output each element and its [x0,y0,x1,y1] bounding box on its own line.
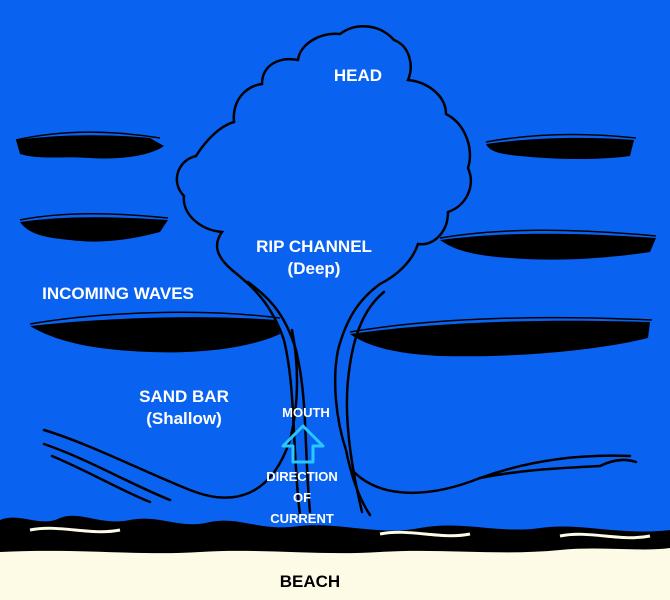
label-sand-bar-note: (Shallow) [146,409,222,428]
sand-bar-left [42,328,299,504]
wave-left-1 [16,135,164,159]
wave-left-2 [20,217,168,242]
wave-right-1 [486,137,634,159]
label-sand-bar: SAND BAR (Shallow) [124,386,244,430]
up-arrow-outline-icon [281,424,325,464]
label-rip-channel-note: (Deep) [287,259,341,278]
wave-right-2 [440,233,656,260]
shoreline [0,515,670,554]
beach-sand [0,539,670,600]
sand-bar-right [350,454,638,495]
label-beach: BEACH [279,572,341,591]
wave-left-3 [30,317,280,353]
label-direction-of-current: DIRECTION OF CURRENT [266,469,338,526]
label-rip-channel: RIP CHANNEL (Deep) [244,236,384,280]
label-incoming-waves: INCOMING WAVES [42,284,194,303]
wave-crests [16,135,656,357]
label-head: HEAD [333,66,383,85]
wave-right-3 [350,320,650,357]
label-mouth: MOUTH [282,405,330,420]
